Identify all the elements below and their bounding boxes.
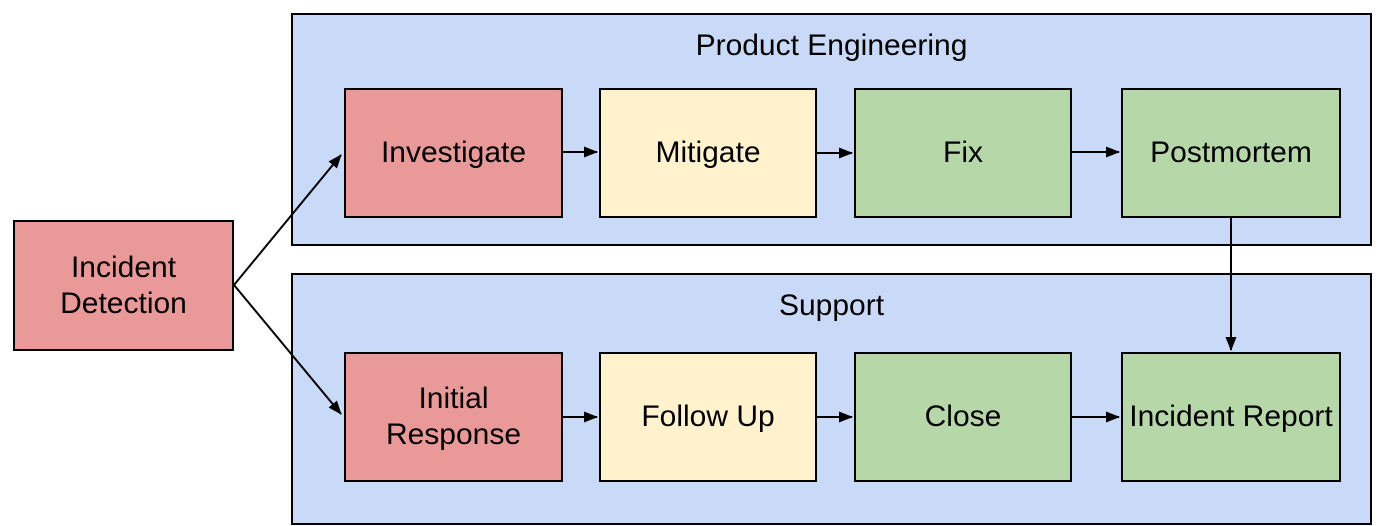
node-incident-report: Incident Report (1121, 352, 1341, 482)
node-incident-detection: Incident Detection (13, 220, 234, 351)
node-postmortem: Postmortem (1121, 88, 1341, 218)
node-close: Close (854, 352, 1072, 482)
lane-title-product-engineering: Product Engineering (695, 29, 968, 62)
node-follow-up: Follow Up (599, 352, 817, 482)
node-investigate: Investigate (344, 88, 563, 218)
node-mitigate: Mitigate (599, 88, 817, 218)
node-fix: Fix (854, 88, 1072, 218)
node-initial-response: Initial Response (344, 352, 563, 482)
lane-title-support: Support (778, 289, 885, 322)
